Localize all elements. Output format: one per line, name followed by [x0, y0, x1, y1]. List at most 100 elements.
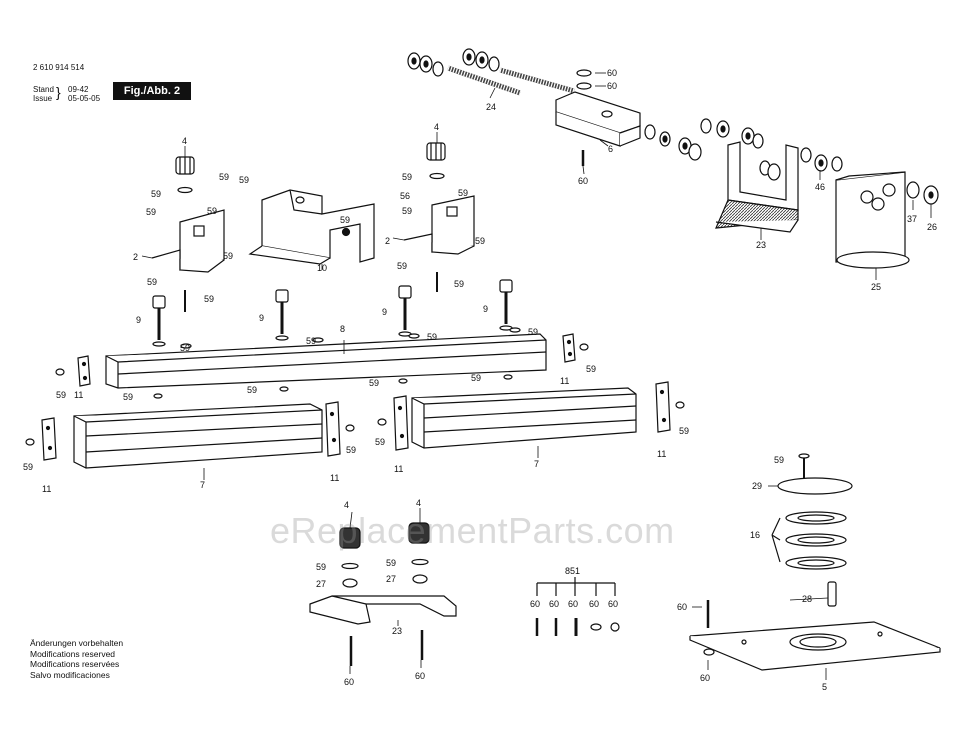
callout-59: 59 — [386, 558, 396, 568]
callout-59: 59 — [454, 279, 464, 289]
callout-59: 59 — [207, 206, 217, 216]
clamp-10 — [248, 189, 375, 265]
knob-4-left — [175, 156, 195, 194]
leader-lines — [141, 72, 932, 680]
bracket-6 — [555, 91, 641, 147]
callout-10: 10 — [317, 263, 327, 273]
callout-59: 59 — [427, 332, 437, 342]
knob-9-2 — [275, 289, 289, 341]
callout-60: 60 — [568, 599, 578, 609]
callout-59: 59 — [458, 188, 468, 198]
screw-kit-851 — [535, 577, 620, 636]
callout-59: 59 — [146, 207, 156, 217]
callout-59: 59 — [774, 455, 784, 465]
callout-4: 4 — [182, 136, 187, 146]
callout-59: 59 — [471, 373, 481, 383]
callout-27: 27 — [316, 579, 326, 589]
callout-60: 60 — [589, 599, 599, 609]
base-plate-5 — [689, 600, 941, 671]
pin-28 — [827, 581, 837, 607]
callout-23: 23 — [756, 240, 766, 250]
part-number: 2 610 914 514 — [33, 63, 85, 72]
callout-59: 59 — [397, 261, 407, 271]
callout-59: 59 — [586, 364, 596, 374]
callout-60: 60 — [344, 677, 354, 687]
callout-60: 60 — [700, 673, 710, 683]
knob-4-lower-right — [408, 522, 430, 584]
end-plate-11-d — [325, 401, 341, 457]
figure-badge: Fig./Abb. 2 — [113, 82, 191, 100]
callout-9: 9 — [483, 304, 488, 314]
callout-59: 59 — [402, 206, 412, 216]
housing-25 — [835, 171, 910, 269]
callout-4: 4 — [416, 498, 421, 508]
callout-59: 59 — [123, 392, 133, 402]
callout-60: 60 — [607, 68, 617, 78]
callout-29: 29 — [752, 481, 762, 491]
callout-2: 2 — [133, 252, 138, 262]
callout-59: 59 — [346, 445, 356, 455]
callout-56: 56 — [400, 191, 410, 201]
callout-59: 59 — [204, 294, 214, 304]
knob-4-lower-left — [339, 527, 361, 588]
rings-16 — [771, 511, 847, 570]
callout-60: 60 — [549, 599, 559, 609]
end-plate-11-a — [77, 355, 91, 387]
bracket-2-left — [151, 209, 225, 273]
small-screws — [184, 272, 438, 312]
callout-59: 59 — [147, 277, 157, 287]
callout-9: 9 — [136, 315, 141, 325]
bracket-23-lower — [309, 595, 457, 625]
bracket-2-right — [403, 195, 475, 255]
callout-59: 59 — [247, 385, 257, 395]
end-plate-11-f — [655, 381, 671, 433]
callout-16: 16 — [750, 530, 760, 540]
callout-11: 11 — [560, 376, 569, 386]
knob-9-1 — [152, 295, 166, 347]
callout-59: 59 — [528, 327, 538, 337]
callout-9: 9 — [259, 313, 264, 323]
callout-59: 59 — [340, 215, 350, 225]
callout-37: 37 — [907, 214, 917, 224]
callout-60: 60 — [677, 602, 687, 612]
callout-59: 59 — [223, 251, 233, 261]
rail-7-right — [411, 387, 637, 449]
callout-4: 4 — [344, 500, 349, 510]
bracket-23-upper — [715, 141, 799, 233]
threaded-rod-left — [447, 65, 521, 96]
callout-59: 59 — [369, 378, 379, 388]
callout-28: 28 — [802, 594, 812, 604]
callout-59: 59 — [402, 172, 412, 182]
callout-24: 24 — [486, 102, 496, 112]
issue-value: 05-05-05 — [68, 94, 101, 103]
callout-7: 7 — [534, 459, 539, 469]
callout-labels: 60 60 24 6 60 46 23 37 26 25 4 59 59 59 … — [23, 68, 937, 692]
notes-block: Änderungen vorbehalten Modifications res… — [30, 638, 123, 680]
callout-25: 25 — [871, 282, 881, 292]
callout-851: 851 — [565, 566, 580, 576]
issue-label: Issue — [33, 94, 53, 103]
rail-8 — [105, 327, 547, 389]
callout-60: 60 — [578, 176, 588, 186]
callout-8: 8 — [340, 324, 345, 334]
callout-23: 23 — [392, 626, 402, 636]
callout-59: 59 — [375, 437, 385, 447]
end-plate-11-e — [393, 395, 409, 451]
callout-59: 59 — [56, 390, 66, 400]
callout-26: 26 — [927, 222, 937, 232]
note-de: Änderungen vorbehalten — [30, 638, 124, 648]
watermark: eReplacementParts.com — [270, 510, 675, 551]
stand-label: Stand — [33, 85, 54, 94]
end-plate-11-b — [562, 333, 576, 363]
rod-nuts — [407, 48, 500, 77]
rail-screws — [25, 343, 685, 446]
callout-59: 59 — [679, 426, 689, 436]
disc-29 — [777, 453, 853, 495]
callout-59: 59 — [475, 236, 485, 246]
callout-11: 11 — [42, 484, 51, 494]
callout-59: 59 — [23, 462, 33, 472]
callout-11: 11 — [394, 464, 403, 474]
callout-59: 59 — [306, 336, 316, 346]
